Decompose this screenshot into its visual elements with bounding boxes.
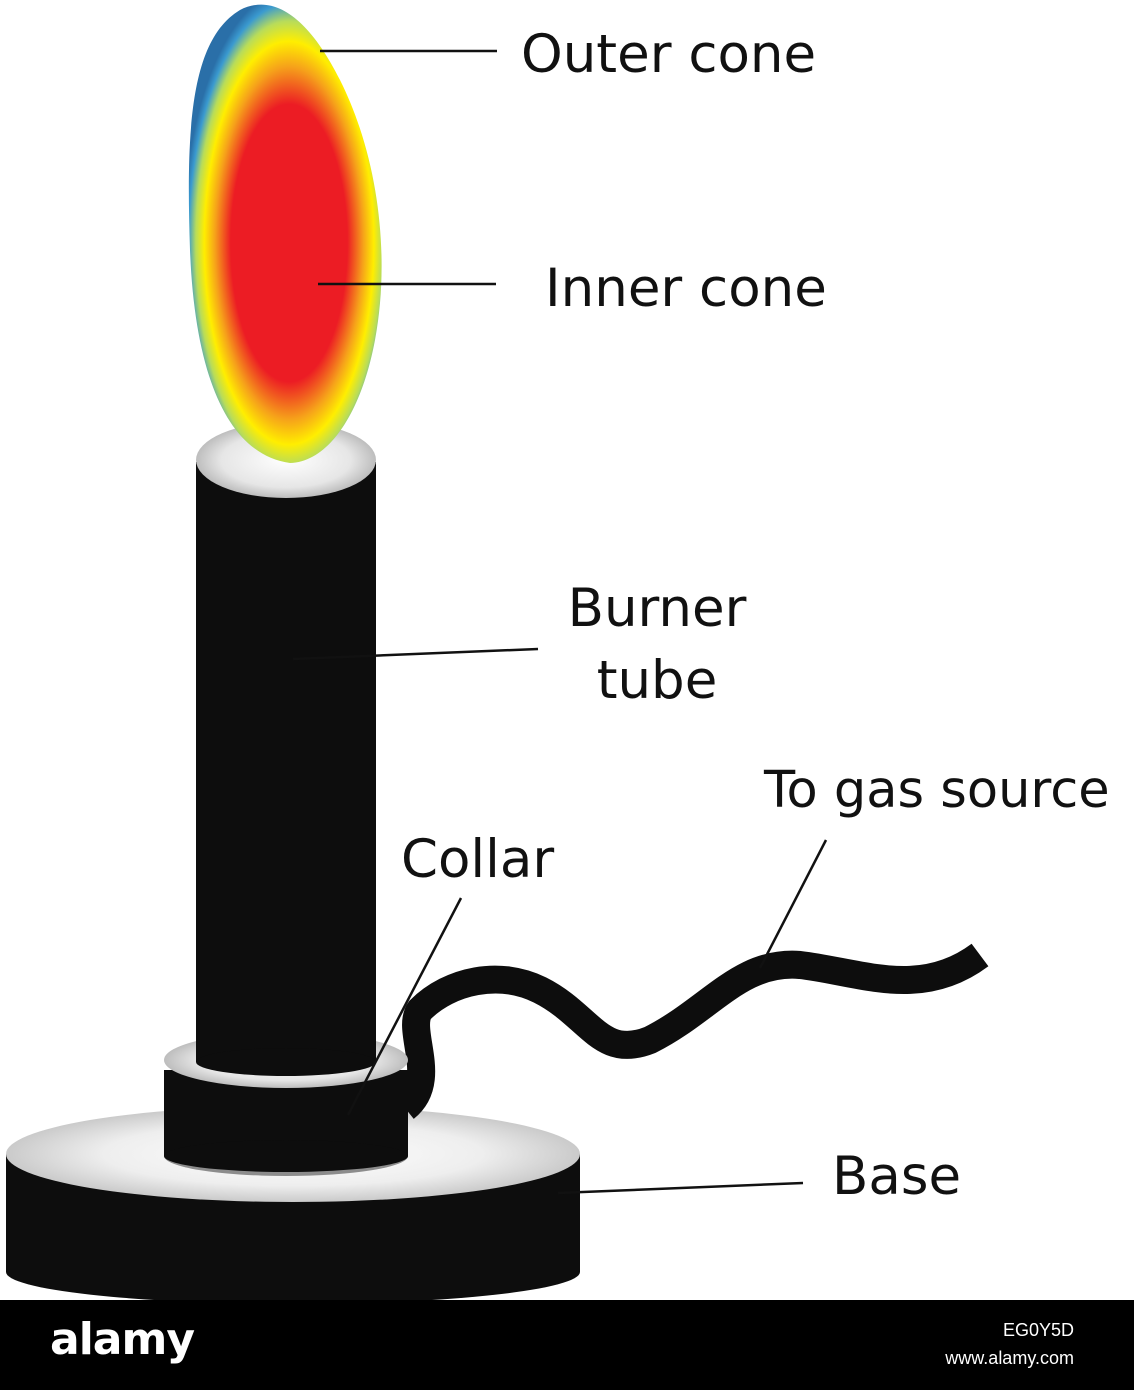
base-leader bbox=[557, 1181, 804, 1195]
to-gas-source-leader bbox=[758, 839, 828, 969]
burner-tube bbox=[196, 422, 376, 1076]
collar-label: Collar bbox=[401, 829, 555, 890]
gas-hose bbox=[395, 943, 989, 1119]
burner-tube-label: Burner tube bbox=[555, 582, 759, 707]
alamy-logo: alamy bbox=[50, 1314, 195, 1365]
image-id: EG0Y5D bbox=[1002, 1320, 1074, 1340]
inner-cone-label: Inner cone bbox=[545, 258, 827, 319]
watermark-footer: alamy EG0Y5D www.alamy.com bbox=[0, 1300, 1134, 1390]
outer-cone-label: Outer cone bbox=[521, 24, 817, 85]
base-label: Base bbox=[832, 1146, 962, 1207]
collar-leader bbox=[346, 897, 463, 1116]
flame bbox=[188, 4, 382, 464]
burner-tube-label-line1: Burner bbox=[567, 578, 747, 639]
site-url: www.alamy.com bbox=[945, 1348, 1074, 1368]
bunsen-burner-diagram bbox=[6, 4, 989, 1300]
leader-lines bbox=[292, 49, 828, 1195]
to-gas-source-label: To gas source bbox=[764, 761, 1110, 820]
burner-tube-leader bbox=[292, 647, 539, 661]
burner-tube-label-line2: tube bbox=[596, 650, 718, 711]
